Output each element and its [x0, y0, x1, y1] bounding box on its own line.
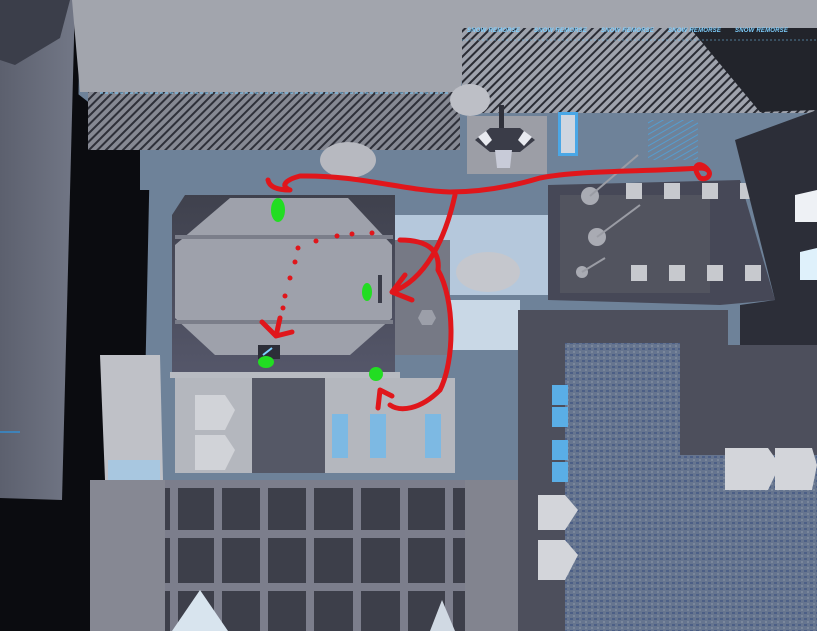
pod-column [552, 385, 568, 482]
sign-snow-remorse-3: SNOW REMORSE [601, 28, 655, 34]
sign-snow-remorse-5: SNOW REMORSE [735, 28, 789, 34]
sign-snow-remorse-2: SNOW REMORSE [534, 28, 588, 34]
window-grid [332, 414, 441, 458]
sign-snow-remorse-1: SNOW REMORSE [467, 28, 521, 34]
sign-snow-remorse-4: SNOW REMORSE [668, 28, 722, 34]
